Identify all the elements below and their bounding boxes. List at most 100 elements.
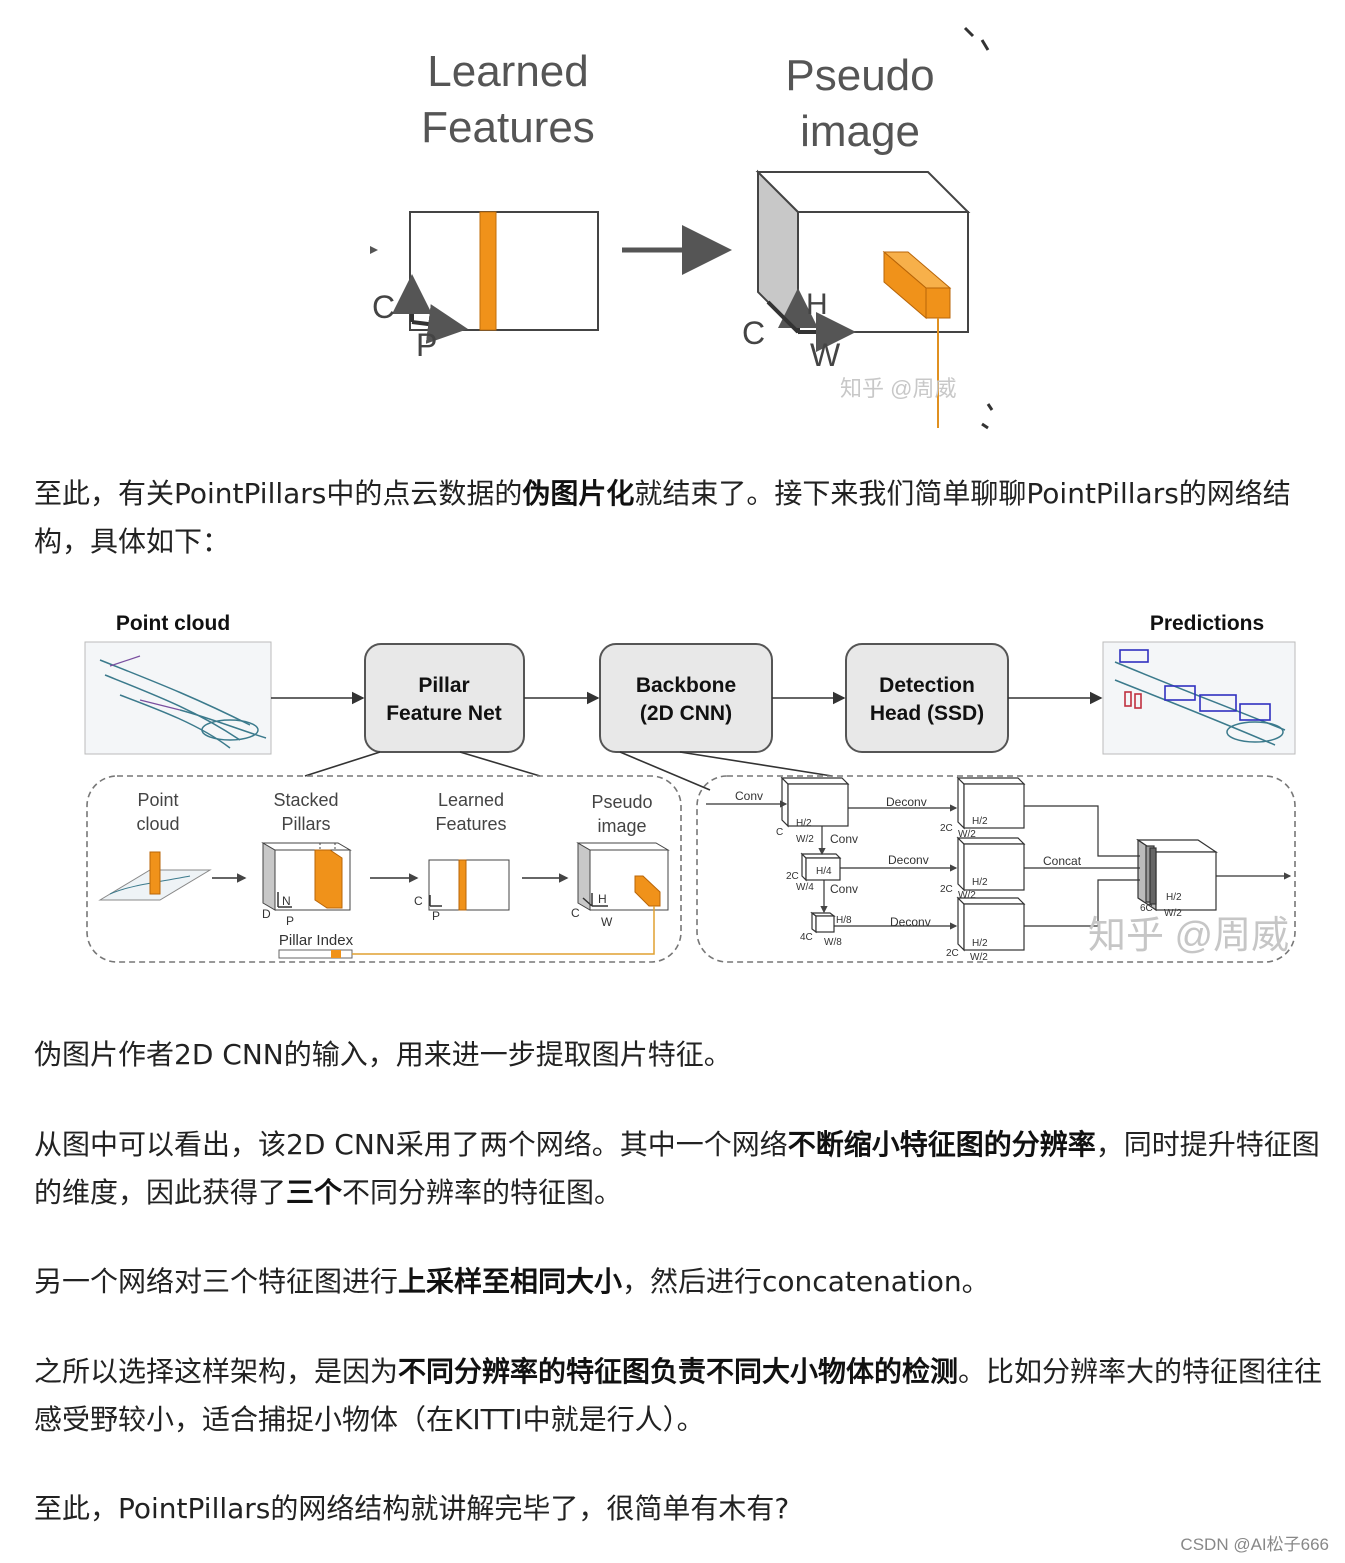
- paragraph-4: 另一个网络对三个特征图进行上采样至相同大小，然后进行concatenation。: [34, 1258, 1324, 1306]
- lbl-p: P: [432, 909, 440, 923]
- conv-label: Conv: [830, 832, 858, 846]
- point-cloud-image: [84, 641, 272, 755]
- learned-features-label: Learned: [427, 47, 588, 96]
- deconv-block-2: [963, 843, 1025, 891]
- sub-stacked-label: Stacked: [273, 790, 338, 810]
- paragraph-text: ，同时提升特征图的维度，因此获得了: [34, 1128, 1320, 1209]
- axis-h-label: H: [806, 288, 828, 321]
- conv-block-2: [805, 857, 841, 881]
- paragraph-2: 伪图片作者2D CNN的输入，用来进一步提取图片特征。: [34, 1038, 732, 1071]
- point-cloud-pillar: [149, 851, 161, 895]
- deconv-label: Deconv: [886, 795, 927, 809]
- sub-pillars-label: Pillars: [281, 814, 330, 834]
- lbl-h8: H/8: [836, 915, 852, 926]
- lbl-6c: 6C: [1140, 903, 1153, 914]
- predictions-image: [1102, 641, 1296, 755]
- sub-features-label: Features: [435, 814, 506, 834]
- sub-pseudo-label: Pseudo: [591, 792, 652, 812]
- pfn-label-2: Feature Net: [386, 702, 502, 725]
- lbl-d: D: [262, 907, 271, 921]
- lbl-h2: H/2: [972, 877, 988, 888]
- deconv-block-3: [963, 903, 1025, 951]
- lbl-w2: W/2: [1164, 908, 1182, 919]
- deconv-block-1: [963, 783, 1025, 829]
- conv-block-3: [815, 915, 835, 933]
- pillar-index-bar: [278, 949, 353, 959]
- axis-w-label: W: [810, 337, 841, 373]
- paragraph-3: 从图中可以看出，该2D CNN采用了两个网络。其中一个网络不断缩小特征图的分辨率…: [34, 1121, 1324, 1217]
- figure-network-architecture: Point cloud Predictions Pillar Feature N…: [84, 612, 1296, 963]
- lbl-h2: H/2: [796, 818, 812, 829]
- paragraph-text: 就结束了。接下来我们简单聊聊PointPillars的网络结构，具体如下：: [34, 477, 1291, 558]
- lbl-w: W: [601, 915, 613, 929]
- lbl-h2: H/2: [1166, 892, 1182, 903]
- sub-point-label: Point: [137, 790, 178, 810]
- paragraph-text: 从图中可以看出，该2D CNN采用了两个网络。其中一个网络: [34, 1128, 788, 1161]
- predictions-title: Predictions: [1150, 612, 1264, 635]
- paragraph-1: 至此，有关PointPillars中的点云数据的伪图片化就结束了。接下来我们简单…: [34, 470, 1324, 566]
- learned-features-label-2: Features: [421, 103, 595, 152]
- paragraph-text: ，然后进行concatenation。: [622, 1265, 990, 1298]
- axis-c2-label: C: [742, 315, 765, 351]
- lbl-c: C: [414, 894, 423, 908]
- pseudo-image-label-2: image: [800, 107, 920, 156]
- lbl-h: H: [598, 892, 607, 906]
- paragraph-text: 另一个网络对三个特征图进行: [34, 1265, 399, 1298]
- paragraph-6: 至此，PointPillars的网络结构就讲解完毕了，很简单有木有?: [34, 1492, 790, 1525]
- paragraph-5: 之所以选择这样架构，是因为不同分辨率的特征图负责不同大小物体的检测。比如分辨率大…: [34, 1348, 1324, 1444]
- paragraph-text: 不同分辨率的特征图。: [342, 1176, 623, 1209]
- sub-cloud-label: cloud: [136, 814, 179, 834]
- point-cloud-title: Point cloud: [116, 612, 230, 635]
- watermark: 知乎 @周威: [1088, 915, 1289, 957]
- axis-c-label: C: [372, 289, 395, 325]
- bold-text: 伪图片化: [522, 477, 635, 510]
- deconv-label: Deconv: [888, 853, 929, 867]
- pillar-feature-net-box: [364, 643, 525, 753]
- bold-text: 三个: [286, 1176, 343, 1209]
- deconv-label: Deconv: [890, 915, 931, 929]
- lbl-2c: 2C: [940, 823, 953, 834]
- learned-features-small-box: [428, 859, 510, 911]
- pseudo-pillar: [925, 287, 951, 319]
- detection-head-box: [845, 643, 1009, 753]
- sub-learned-label: Learned: [438, 790, 504, 810]
- lbl-w4: W/4: [796, 882, 814, 893]
- csdn-footer: CSDN @AI松子666: [1180, 1535, 1329, 1554]
- lbl-2c: 2C: [786, 871, 799, 882]
- lbl-2c: 2C: [940, 884, 953, 895]
- lbl-c: C: [571, 906, 580, 920]
- backbone-box: [599, 643, 773, 753]
- figure-pseudo-image: Learned Features Pseudo image C P H C W …: [370, 26, 994, 430]
- pfn-label: Pillar: [418, 674, 469, 697]
- watermark: 知乎 @周威: [840, 376, 956, 401]
- orange-pillar: [479, 211, 497, 331]
- paragraph-text: 之所以选择这样架构，是因为: [34, 1355, 399, 1388]
- head-label: Detection: [879, 674, 975, 697]
- bold-text: 上采样至相同大小: [398, 1265, 623, 1298]
- bold-text: 不断缩小特征图的分辨率: [787, 1128, 1096, 1161]
- concat-block: [1155, 851, 1217, 911]
- conv-label: Conv: [735, 789, 763, 803]
- lbl-h2: H/2: [972, 816, 988, 827]
- lbl-2c: 2C: [946, 948, 959, 959]
- head-label-2: Head (SSD): [870, 702, 984, 725]
- lbl-h4: H/4: [816, 866, 832, 877]
- pseudo-image-label: Pseudo: [785, 51, 934, 100]
- lbl-w2: W/2: [958, 890, 976, 901]
- lbl-w8: W/8: [824, 937, 842, 948]
- lbl-n: N: [282, 894, 291, 908]
- sub-image-label: image: [597, 816, 646, 836]
- backbone-label-2: (2D CNN): [640, 702, 732, 725]
- lbl-w2: W/2: [958, 829, 976, 840]
- bold-text: 不同分辨率的特征图负责不同大小物体的检测: [398, 1355, 959, 1388]
- lbl-p: P: [286, 914, 294, 928]
- pillar-index-label: Pillar Index: [279, 932, 354, 949]
- backbone-label: Backbone: [636, 674, 736, 697]
- lbl-h2: H/2: [972, 938, 988, 949]
- concat-label: Concat: [1043, 854, 1082, 868]
- pillar-feature-net-detail: [86, 775, 682, 963]
- paragraph-text: 。比如分辨率大的特征图往往感受野较小，适合捕捉小物体（在KITTI中就是行人）。: [34, 1355, 1323, 1436]
- axis-p-label: P: [416, 327, 437, 363]
- conv-block-1: [787, 783, 849, 827]
- lbl-w2: W/2: [796, 834, 814, 845]
